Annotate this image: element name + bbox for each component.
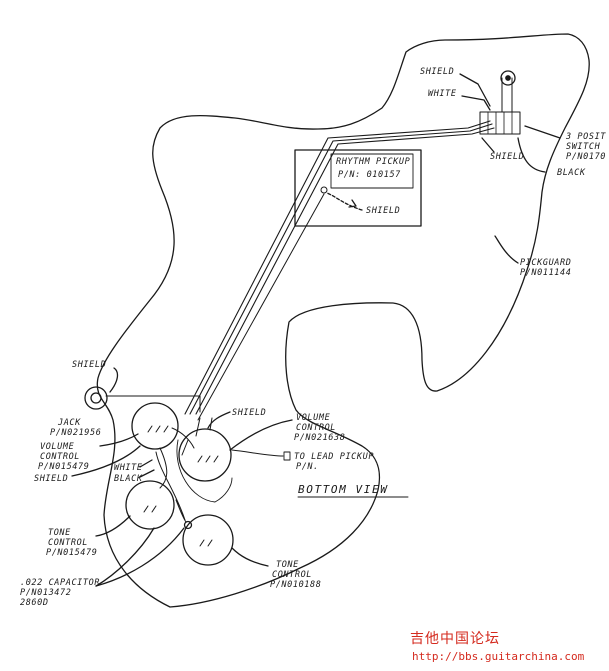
rhythm-pickup [294, 149, 422, 227]
black-mid-leader [139, 469, 155, 478]
label-tone-right-1: TONE [276, 560, 299, 570]
capacitor-leader-2 [95, 527, 185, 587]
switch-leader-white [461, 95, 491, 111]
switch-tip [500, 70, 516, 86]
volume-pot-right-lugs [197, 455, 219, 463]
switch-leader-black [517, 137, 546, 173]
label-capacitor-3: 2860D [20, 598, 49, 608]
volume-pot-right [178, 428, 232, 482]
switch-leader-shield2 [481, 137, 495, 153]
lead-pickup-connector [283, 451, 291, 461]
rhythm-shield-leader [326, 192, 363, 211]
wire-to-rhythm [197, 193, 325, 421]
label-white-mid: WHITE [114, 463, 143, 473]
switch-leader-shield [459, 73, 491, 107]
label-shield-left: SHIELD [34, 474, 69, 484]
label-volume-right-3: P/N021638 [294, 433, 346, 443]
label-black-mid: BLACK [114, 474, 143, 484]
volume-pot-left-lugs [147, 425, 169, 433]
switch-body [479, 111, 521, 135]
label-volume-left-1: VOLUME [40, 442, 75, 452]
rhythm-pickup-terminal [320, 186, 328, 194]
tone-pot-right [182, 514, 234, 566]
wire-bundle-mid [189, 123, 493, 415]
label-shield-rhythm: SHIELD [366, 206, 401, 216]
rhythm-pickup-label-box [330, 153, 414, 189]
label-white-top: WHITE [428, 89, 457, 99]
volume-left-leader [99, 433, 139, 447]
label-bottom-view: BOTTOM VIEW [298, 483, 389, 496]
jack-leader [109, 367, 119, 393]
label-tone-left-3: P/N015479 [46, 548, 98, 558]
label-tone-right-3: P/N010188 [270, 580, 322, 590]
tone-left-leader [95, 515, 131, 537]
wire-bundle-left [184, 120, 491, 415]
capacitor-leader-1 [95, 527, 155, 587]
volume-right-leader [229, 419, 293, 451]
label-rhythm-1: RHYTHM PICKUP [336, 157, 411, 167]
label-pickguard-2: P/N011144 [520, 268, 572, 278]
label-tone-left-2: CONTROL [48, 538, 89, 548]
tone-right-leader [231, 547, 269, 567]
label-switch-3: P/N0170 [566, 152, 607, 162]
label-jack-2: P/N021956 [50, 428, 102, 438]
label-tone-left-1: TONE [48, 528, 71, 538]
pickguard-outline [96, 33, 590, 608]
capacitor [183, 520, 193, 530]
label-lead-pickup-1: TO LEAD PICKUP [294, 452, 375, 462]
label-shield-switch: SHIELD [490, 152, 525, 162]
ground-ring [176, 439, 233, 503]
tone-pot-left [125, 480, 175, 530]
label-rhythm-2: P/N: 010157 [338, 170, 401, 180]
label-volume-left-2: CONTROL [40, 452, 81, 462]
rhythm-shield-arrow [348, 199, 357, 208]
label-jack-1: JACK [58, 418, 81, 428]
label-switch-2: SWITCH [566, 142, 601, 152]
switch-tip-inner [505, 75, 511, 81]
label-black-switch: BLACK [557, 168, 586, 178]
jack-outer [84, 386, 108, 410]
label-pickguard-1: PICKGUARD [520, 258, 572, 268]
lead-pickup-wire [231, 449, 284, 457]
jack-wire [105, 395, 201, 413]
label-volume-right-2: CONTROL [296, 423, 337, 433]
label-capacitor-1: .022 CAPACITOR [20, 578, 101, 588]
label-shield-mid: SHIELD [232, 408, 267, 418]
switch-leader-pos [524, 125, 561, 139]
tone-pot-left-lugs [143, 505, 157, 513]
label-tone-right-2: CONTROL [272, 570, 313, 580]
volume-pot-left [131, 402, 179, 450]
wire-bundle-right [195, 127, 495, 415]
shield-left-leader [71, 445, 141, 477]
label-volume-left-3: P/N015479 [38, 462, 90, 472]
watermark-site-name: 吉他中国论坛 [410, 631, 500, 647]
label-shield-jack: SHIELD [72, 360, 107, 370]
shield-mid-leader [207, 411, 231, 429]
white-mid-leader [139, 459, 153, 468]
label-shield-top: SHIELD [420, 67, 455, 77]
switch-tabs [487, 111, 513, 135]
pickguard-leader [494, 235, 519, 264]
label-volume-right-1: VOLUME [296, 413, 331, 423]
tone-pot-right-lugs [199, 539, 213, 547]
label-capacitor-2: P/N013472 [20, 588, 72, 598]
jack-inner [90, 392, 102, 404]
watermark-site-url[interactable]: http://bbs.guitarchina.com [412, 650, 585, 663]
label-lead-pickup-2: P/N. [296, 462, 319, 472]
label-switch-1: 3 POSIT [566, 132, 607, 142]
